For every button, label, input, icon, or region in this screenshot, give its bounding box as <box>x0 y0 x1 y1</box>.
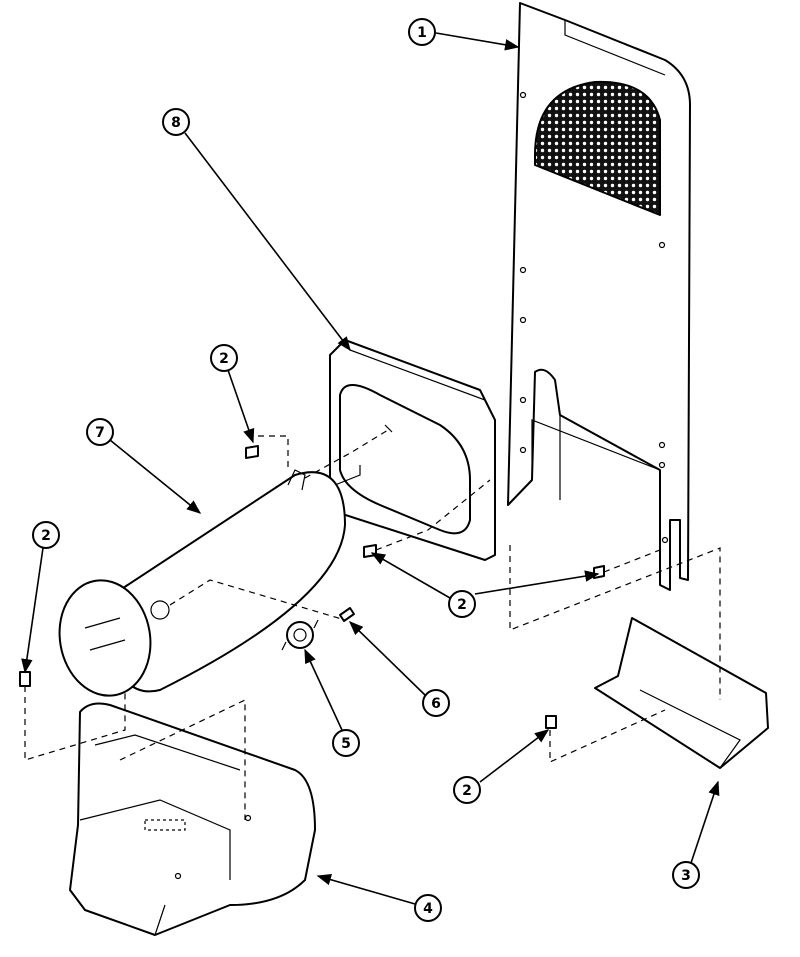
callout-7: 7 <box>86 418 114 446</box>
callout-2-center: 2 <box>448 590 476 618</box>
callout-5: 5 <box>332 729 360 757</box>
svg-text:6: 6 <box>431 696 441 712</box>
svg-text:2: 2 <box>462 783 472 799</box>
callout-2-lower: 2 <box>453 776 481 804</box>
svg-text:2: 2 <box>41 528 51 544</box>
callout-6: 6 <box>422 689 450 717</box>
heater-housing-part <box>58 469 346 697</box>
assembly-lines <box>24 429 721 820</box>
svg-text:1: 1 <box>417 25 427 41</box>
callout-1: 1 <box>408 18 436 46</box>
callout-4: 4 <box>414 894 442 922</box>
rear-panel-part <box>507 2 691 591</box>
duct-adapter-part <box>329 339 496 561</box>
bracket-part <box>594 617 769 769</box>
callout-3: 3 <box>672 861 700 889</box>
svg-text:2: 2 <box>457 597 467 613</box>
svg-text:3: 3 <box>681 868 691 884</box>
svg-text:2: 2 <box>219 351 229 367</box>
callout-8: 8 <box>162 108 190 136</box>
thermostat-part <box>281 619 319 651</box>
leader-arrows <box>21 32 720 905</box>
blower-housing-part <box>69 702 316 936</box>
svg-text:7: 7 <box>95 425 105 441</box>
callout-2-upper: 2 <box>210 344 238 372</box>
screw-6 <box>339 607 355 622</box>
svg-text:8: 8 <box>171 115 181 131</box>
svg-text:4: 4 <box>423 901 433 917</box>
callout-2-left: 2 <box>32 521 60 549</box>
svg-text:5: 5 <box>341 736 351 752</box>
